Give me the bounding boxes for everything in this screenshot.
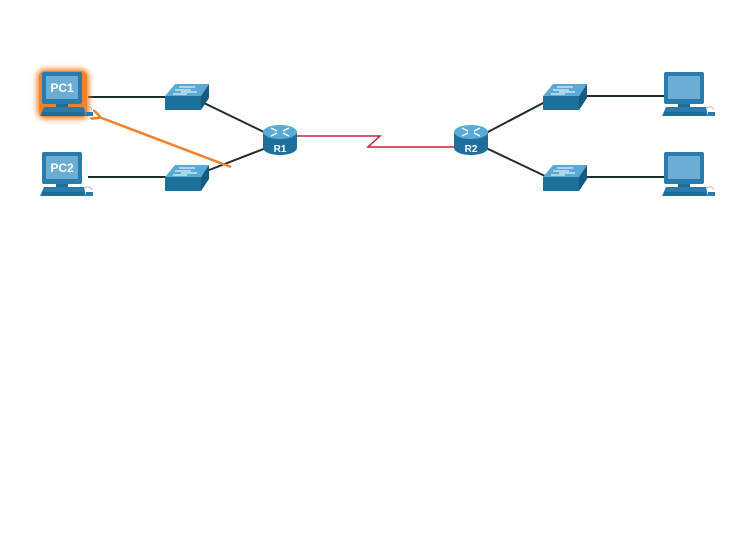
switch-right-bottom[interactable]: [542, 164, 588, 192]
pc2-label: PC2: [50, 161, 74, 175]
r2-label: R2: [465, 144, 478, 155]
switch-left-bottom[interactable]: [164, 164, 210, 192]
link-switch-r1: [203, 102, 267, 134]
pc1[interactable]: PC1: [37, 69, 94, 119]
traffic-arrow: [99, 117, 232, 169]
link-r2-switch-bottom: [485, 147, 546, 177]
router-r2[interactable]: R2: [453, 124, 489, 156]
link-r1-switch: [203, 147, 267, 173]
pc1-label: PC1: [50, 81, 74, 95]
pc-right-top[interactable]: [661, 71, 716, 117]
pc2[interactable]: PC2: [39, 151, 94, 197]
serial-link-r1-r2: [296, 135, 456, 148]
pc-icon: [661, 71, 716, 117]
router-r1[interactable]: R1: [262, 124, 298, 156]
switch-right-top[interactable]: [542, 83, 588, 111]
link-r2-switch-top: [485, 101, 546, 134]
switch-left-top[interactable]: [164, 83, 210, 111]
pc-right-bottom[interactable]: [661, 151, 716, 197]
pc-icon: [661, 151, 716, 197]
r1-label: R1: [274, 144, 287, 155]
